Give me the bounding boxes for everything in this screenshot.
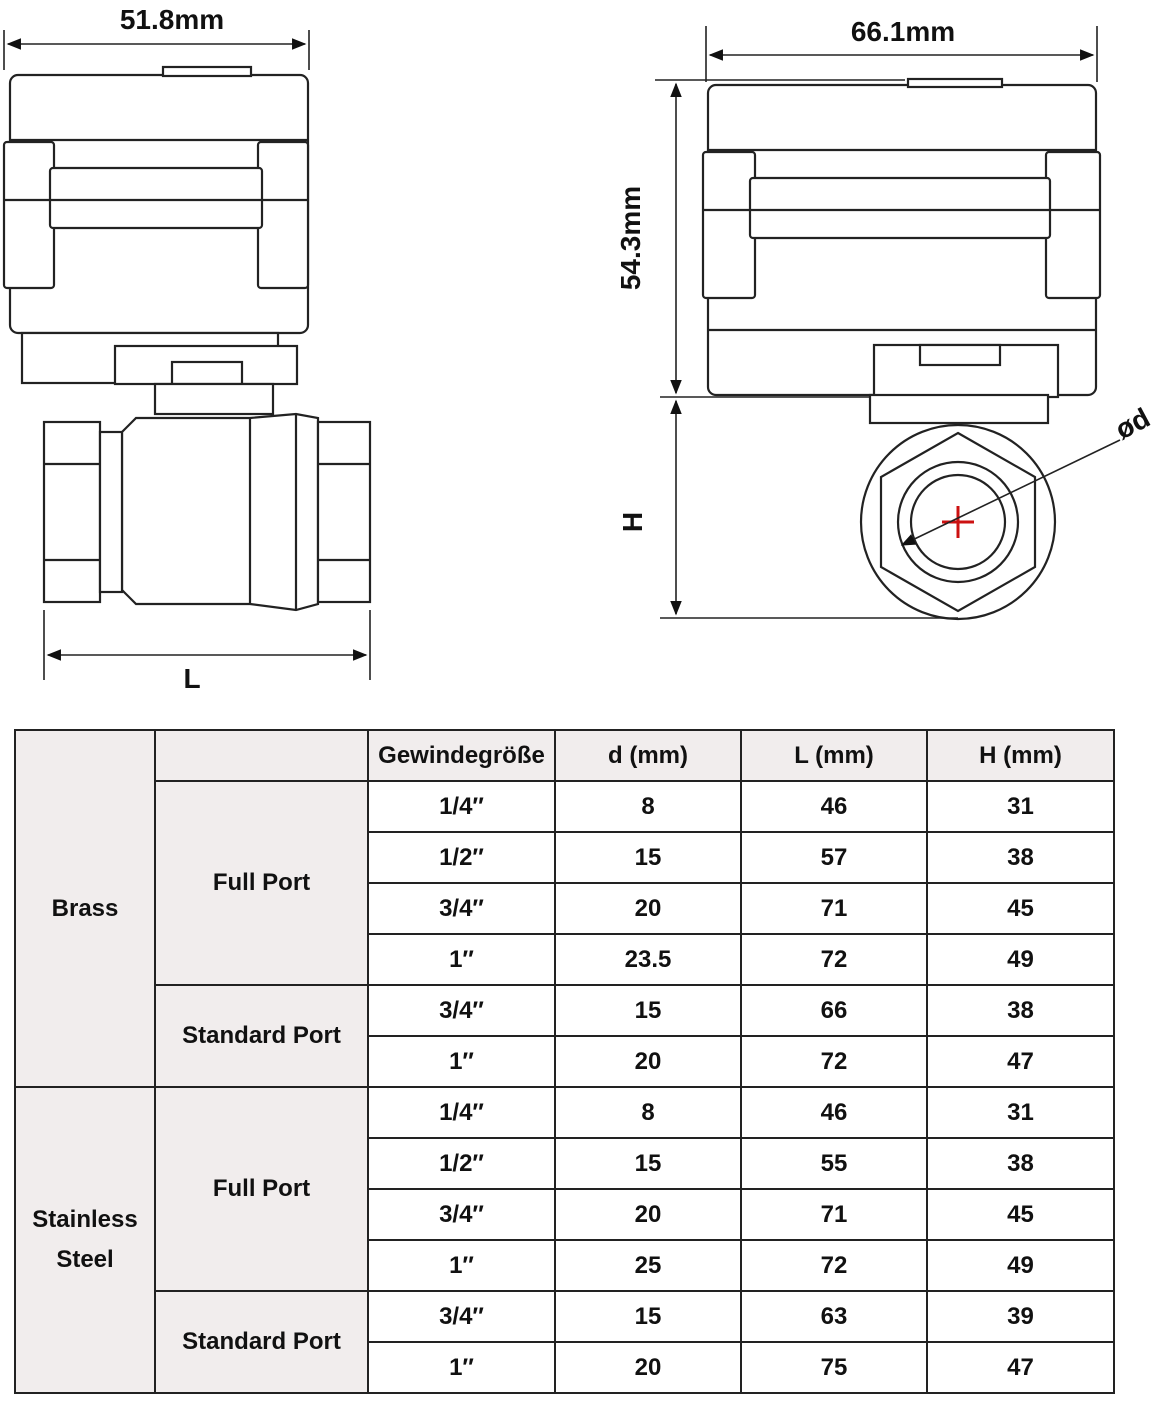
l-value-cell: 66 — [740, 984, 928, 1037]
d-value-cell: 20 — [554, 1188, 742, 1241]
l-value-cell: 72 — [740, 933, 928, 986]
thread-size-cell: 1/4″ — [367, 780, 556, 833]
h-value-cell: 49 — [926, 1239, 1115, 1292]
material-cell: Stainless Steel — [14, 1086, 156, 1394]
d-value-cell: 15 — [554, 984, 742, 1037]
thread-size-cell: 3/4″ — [367, 1290, 556, 1343]
port-type-cell: Standard Port — [154, 984, 369, 1088]
thread-size-cell: 1″ — [367, 1035, 556, 1088]
h-value-cell: 47 — [926, 1341, 1115, 1394]
thread-size-cell: 3/4″ — [367, 984, 556, 1037]
thread-size-cell: 1″ — [367, 1239, 556, 1292]
header-thread-size: Gewindegröße — [367, 729, 556, 782]
thread-size-cell: 1″ — [367, 933, 556, 986]
d-value-cell: 8 — [554, 780, 742, 833]
side-view-drawing — [2, 65, 372, 612]
header-l: L (mm) — [740, 729, 928, 782]
header-d: d (mm) — [554, 729, 742, 782]
side-dimension-lines — [3, 30, 371, 680]
port-type-cell: Standard Port — [154, 1290, 369, 1394]
l-value-cell: 63 — [740, 1290, 928, 1343]
diameter-label: ød — [1110, 402, 1155, 445]
thread-size-cell: 3/4″ — [367, 882, 556, 935]
d-value-cell: 8 — [554, 1086, 742, 1139]
l-value-cell: 72 — [740, 1035, 928, 1088]
l-value-cell: 71 — [740, 882, 928, 935]
thread-size-cell: 1/2″ — [367, 831, 556, 884]
d-value-cell: 20 — [554, 882, 742, 935]
thread-size-cell: 1/2″ — [367, 1137, 556, 1190]
actuator-height-label: 54.3mm — [615, 186, 646, 290]
height-label: H — [617, 512, 648, 532]
port-type-cell: Full Port — [154, 1086, 369, 1292]
l-value-cell: 75 — [740, 1341, 928, 1394]
port-header-cell — [154, 729, 369, 782]
d-value-cell: 15 — [554, 1137, 742, 1190]
l-value-cell: 71 — [740, 1188, 928, 1241]
l-value-cell: 57 — [740, 831, 928, 884]
thread-size-cell: 1″ — [367, 1341, 556, 1394]
h-value-cell: 38 — [926, 1137, 1115, 1190]
table-body: Brass Gewindegröße d (mm) L (mm) H (mm) … — [14, 729, 1115, 1394]
l-value-cell: 55 — [740, 1137, 928, 1190]
d-value-cell: 15 — [554, 1290, 742, 1343]
length-label: L — [183, 663, 200, 694]
h-value-cell: 45 — [926, 1188, 1115, 1241]
d-value-cell: 20 — [554, 1035, 742, 1088]
front-width-label: 66.1mm — [851, 16, 955, 47]
h-value-cell: 45 — [926, 882, 1115, 935]
h-value-cell: 31 — [926, 1086, 1115, 1139]
h-value-cell: 38 — [926, 984, 1115, 1037]
thread-size-cell: 3/4″ — [367, 1188, 556, 1241]
d-value-cell: 15 — [554, 831, 742, 884]
h-value-cell: 39 — [926, 1290, 1115, 1343]
center-mark — [942, 506, 974, 538]
front-dimension-lines — [655, 26, 1121, 619]
thread-size-cell: 1/4″ — [367, 1086, 556, 1139]
h-value-cell: 47 — [926, 1035, 1115, 1088]
front-view-drawing — [701, 77, 1102, 621]
technical-drawings: 51.8mm L 66.1mm 54.3mm H — [2, 4, 1155, 694]
material-cell: Brass — [14, 729, 156, 1088]
d-value-cell: 23.5 — [554, 933, 742, 986]
side-width-label: 51.8mm — [120, 4, 224, 35]
l-value-cell: 46 — [740, 1086, 928, 1139]
l-value-cell: 46 — [740, 780, 928, 833]
header-row: Brass Gewindegröße d (mm) L (mm) H (mm) — [14, 729, 1115, 1088]
h-value-cell: 38 — [926, 831, 1115, 884]
d-value-cell: 20 — [554, 1341, 742, 1394]
port-type-cell: Full Port — [154, 780, 369, 986]
h-value-cell: 49 — [926, 933, 1115, 986]
l-value-cell: 72 — [740, 1239, 928, 1292]
dimension-table: Brass Gewindegröße d (mm) L (mm) H (mm) … — [14, 729, 1115, 1394]
d-value-cell: 25 — [554, 1239, 742, 1292]
h-value-cell: 31 — [926, 780, 1115, 833]
header-h: H (mm) — [926, 729, 1115, 782]
